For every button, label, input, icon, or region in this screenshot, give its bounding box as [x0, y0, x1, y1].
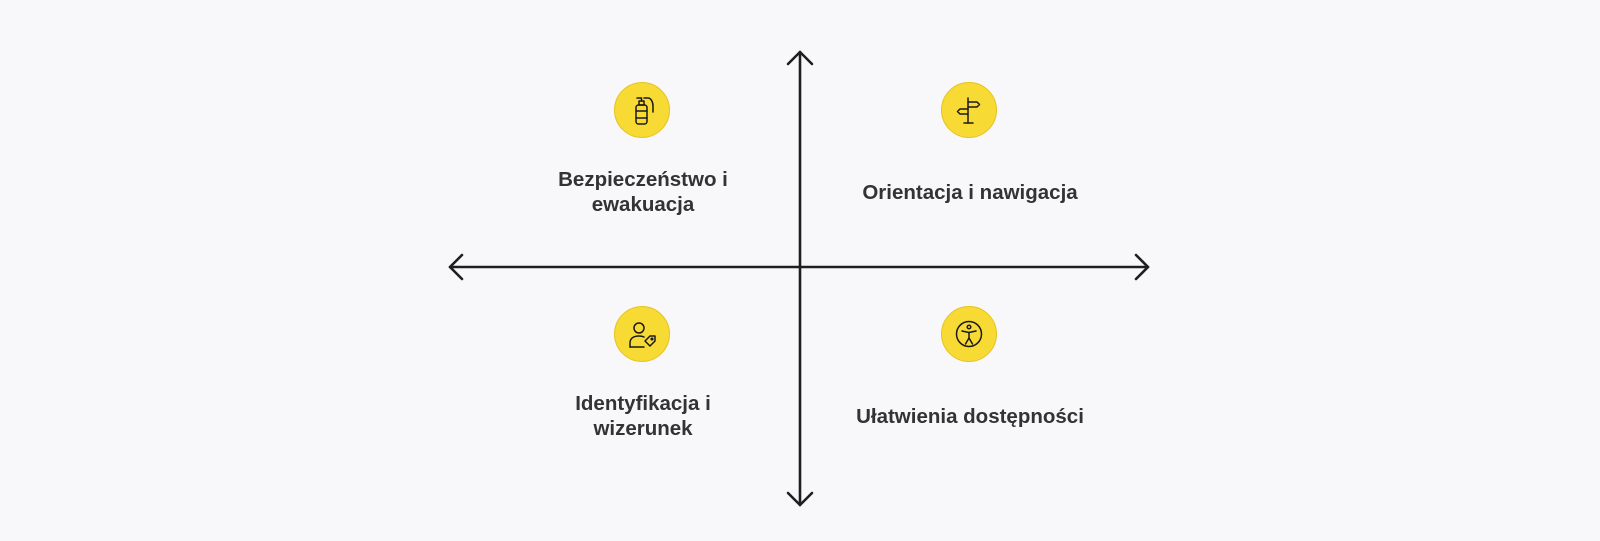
quadrant-top-left: Bezpieczeństwo i ewakuacja: [513, 82, 773, 252]
quadrant-bottom-left: Identyfikacja i wizerunek: [513, 306, 773, 476]
quadrant-bottom-right: Ułatwienia dostępności: [840, 306, 1100, 476]
arrow-left: [448, 253, 464, 281]
person-tag-icon: [614, 306, 670, 362]
signpost-icon: [941, 82, 997, 138]
quadrant-top-right: Orientacja i nawigacja: [840, 82, 1100, 252]
quadrant-label: Orientacja i nawigacja: [862, 180, 1078, 204]
quadrant-label: Identyfikacja i wizerunek: [575, 392, 711, 440]
accessibility-icon: [941, 306, 997, 362]
quadrant-label: Ułatwienia dostępności: [856, 404, 1084, 428]
arrow-right: [1134, 253, 1150, 281]
quadrant-label: Bezpieczeństwo i ewakuacja: [558, 168, 728, 216]
arrow-down: [786, 491, 814, 507]
arrow-up: [786, 50, 814, 66]
fire-extinguisher-icon: [614, 82, 670, 138]
